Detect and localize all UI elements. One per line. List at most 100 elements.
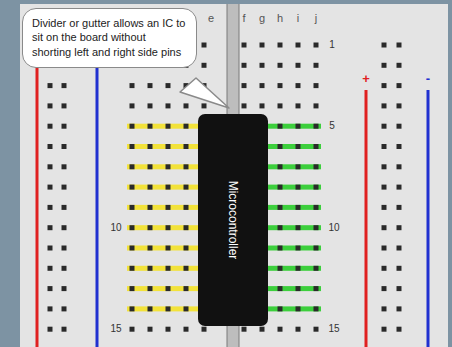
- breadboard-hole: [382, 286, 387, 291]
- breadboard-hole: [184, 144, 189, 149]
- breadboard-hole: [148, 103, 153, 108]
- breadboard-hole: [62, 246, 67, 251]
- breadboard-hole: [130, 185, 135, 190]
- column-letter: g: [259, 13, 265, 24]
- breadboard-hole: [62, 164, 67, 169]
- breadboard-hole: [62, 83, 67, 88]
- connected-strip: [127, 185, 209, 190]
- breadboard-hole: [62, 124, 67, 129]
- rail-sign: -: [426, 72, 430, 85]
- breadboard-hole: [296, 103, 301, 108]
- breadboard-hole: [296, 144, 301, 149]
- breadboard-hole: [242, 43, 247, 48]
- breadboard-hole: [184, 103, 189, 108]
- breadboard-hole: [202, 327, 207, 332]
- breadboard-hole: [130, 205, 135, 210]
- breadboard-hole: [382, 185, 387, 190]
- breadboard-hole: [260, 103, 265, 108]
- breadboard-hole: [166, 103, 171, 108]
- breadboard-hole: [382, 266, 387, 271]
- breadboard-hole: [62, 185, 67, 190]
- breadboard-hole: [184, 185, 189, 190]
- row-number: 10: [328, 223, 339, 233]
- breadboard-hole: [382, 124, 387, 129]
- breadboard-hole: [278, 83, 283, 88]
- breadboard-hole: [166, 286, 171, 291]
- breadboard-hole: [397, 63, 402, 68]
- breadboard-hole: [48, 103, 53, 108]
- breadboard-body: [20, 4, 448, 347]
- breadboard-hole: [314, 43, 319, 48]
- breadboard-hole: [278, 63, 283, 68]
- breadboard-hole: [148, 225, 153, 230]
- breadboard-hole: [184, 205, 189, 210]
- breadboard-hole: [278, 164, 283, 169]
- breadboard-hole: [382, 164, 387, 169]
- breadboard-hole: [62, 286, 67, 291]
- connected-strip: [127, 124, 209, 129]
- power-rail-line: [365, 90, 368, 347]
- breadboard-hole: [397, 266, 402, 271]
- breadboard-hole: [314, 83, 319, 88]
- breadboard-hole: [48, 83, 53, 88]
- breadboard-hole: [48, 205, 53, 210]
- row-number: 10: [110, 223, 121, 233]
- breadboard-hole: [130, 83, 135, 88]
- breadboard-hole: [397, 83, 402, 88]
- connected-strip: [127, 225, 209, 230]
- callout-pointer: [180, 78, 229, 108]
- breadboard-hole: [48, 225, 53, 230]
- breadboard-hole: [148, 246, 153, 251]
- breadboard-hole: [314, 144, 319, 149]
- breadboard-hole: [130, 266, 135, 271]
- breadboard-hole: [242, 103, 247, 108]
- breadboard-hole: [397, 246, 402, 251]
- breadboard-hole: [148, 144, 153, 149]
- breadboard-hole: [62, 327, 67, 332]
- breadboard-hole: [278, 144, 283, 149]
- breadboard-hole: [48, 286, 53, 291]
- breadboard-hole: [314, 63, 319, 68]
- breadboard-hole: [382, 225, 387, 230]
- breadboard-hole: [242, 83, 247, 88]
- breadboard-hole: [278, 306, 283, 311]
- breadboard-hole: [296, 124, 301, 129]
- breadboard-hole: [166, 185, 171, 190]
- breadboard-hole: [260, 43, 265, 48]
- breadboard-hole: [242, 327, 247, 332]
- breadboard-hole: [62, 103, 67, 108]
- breadboard-hole: [130, 164, 135, 169]
- breadboard-hole: [278, 225, 283, 230]
- breadboard-hole: [296, 306, 301, 311]
- breadboard-hole: [166, 266, 171, 271]
- breadboard-hole: [62, 306, 67, 311]
- breadboard-hole: [397, 124, 402, 129]
- breadboard-hole: [296, 83, 301, 88]
- breadboard-hole: [296, 185, 301, 190]
- power-rail-line: [36, 20, 39, 347]
- breadboard-hole: [397, 164, 402, 169]
- breadboard-hole: [62, 205, 67, 210]
- breadboard-hole: [296, 327, 301, 332]
- breadboard-hole: [130, 103, 135, 108]
- breadboard-hole: [296, 246, 301, 251]
- breadboard-hole: [314, 327, 319, 332]
- breadboard-hole: [397, 286, 402, 291]
- breadboard-hole: [184, 327, 189, 332]
- breadboard-hole: [382, 306, 387, 311]
- breadboard-hole: [166, 144, 171, 149]
- breadboard-hole: [202, 103, 207, 108]
- breadboard-hole: [130, 144, 135, 149]
- breadboard-hole: [184, 246, 189, 251]
- column-letter: j: [315, 13, 317, 24]
- breadboard-hole: [202, 43, 207, 48]
- breadboard-hole: [397, 43, 402, 48]
- breadboard-hole: [296, 266, 301, 271]
- ground-rail-line: [427, 90, 430, 347]
- ground-rail-line: [96, 20, 99, 347]
- column-letter: h: [277, 13, 283, 24]
- breadboard-hole: [278, 103, 283, 108]
- breadboard-hole: [382, 205, 387, 210]
- breadboard-hole: [148, 164, 153, 169]
